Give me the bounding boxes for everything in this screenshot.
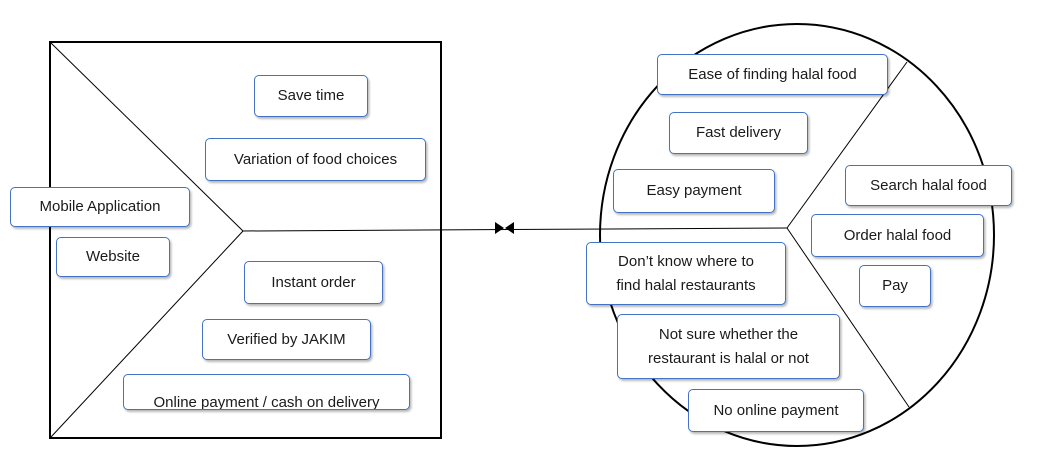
gain-label: Ease of finding halal food bbox=[688, 65, 857, 83]
pain-reliever-box: Verified by JAKIM bbox=[202, 319, 371, 360]
connector-arrow-left-icon bbox=[495, 222, 504, 234]
product-service-box: Mobile Application bbox=[10, 187, 190, 227]
product-service-label: Website bbox=[86, 248, 140, 265]
fit-connector-line bbox=[242, 227, 788, 232]
customer-profile-circle bbox=[599, 23, 995, 447]
pain-box: No online payment bbox=[688, 389, 864, 432]
gain-label: Easy payment bbox=[646, 182, 742, 199]
square-divider-upper bbox=[50, 42, 244, 232]
customer-job-label: Pay bbox=[882, 277, 908, 294]
gain-box: Fast delivery bbox=[669, 112, 808, 154]
gain-box: Ease of finding halal food bbox=[657, 54, 888, 95]
pain-reliever-label: Online payment / cash on delivery bbox=[153, 394, 380, 410]
customer-job-box: Order halal food bbox=[811, 214, 984, 257]
pain-reliever-label: Verified by JAKIM bbox=[227, 330, 346, 348]
customer-job-box: Pay bbox=[859, 265, 931, 307]
product-service-label: Mobile Application bbox=[39, 198, 161, 215]
gain-creator-box: Save time bbox=[254, 75, 368, 117]
product-service-box: Website bbox=[56, 237, 170, 277]
gain-creator-box: Variation of food choices bbox=[205, 138, 426, 181]
gain-creator-label: Save time bbox=[277, 87, 345, 104]
pain-box: Not sure whether the restaurant is halal… bbox=[617, 314, 840, 379]
gain-creator-label: Variation of food choices bbox=[233, 150, 398, 168]
square-divider-lower bbox=[50, 230, 244, 438]
gain-box: Easy payment bbox=[613, 169, 775, 213]
customer-job-box: Search halal food bbox=[845, 165, 1012, 206]
pain-reliever-label: Instant order bbox=[271, 273, 356, 291]
pain-reliever-box: Online payment / cash on delivery bbox=[123, 374, 410, 410]
pain-label: Don’t know where to find halal restauran… bbox=[616, 252, 756, 294]
pain-reliever-box: Instant order bbox=[244, 261, 383, 304]
circle-divider-lower bbox=[786, 227, 910, 408]
customer-job-label: Search halal food bbox=[870, 176, 987, 194]
connector-arrow-right-icon bbox=[505, 222, 514, 234]
pain-label: No online payment bbox=[713, 401, 839, 419]
pain-label: Not sure whether the restaurant is halal… bbox=[648, 325, 809, 367]
pain-box: Don’t know where to find halal restauran… bbox=[586, 242, 786, 305]
value-map-square bbox=[49, 41, 442, 439]
customer-job-label: Order halal food bbox=[843, 226, 952, 244]
gain-label: Fast delivery bbox=[695, 124, 782, 141]
